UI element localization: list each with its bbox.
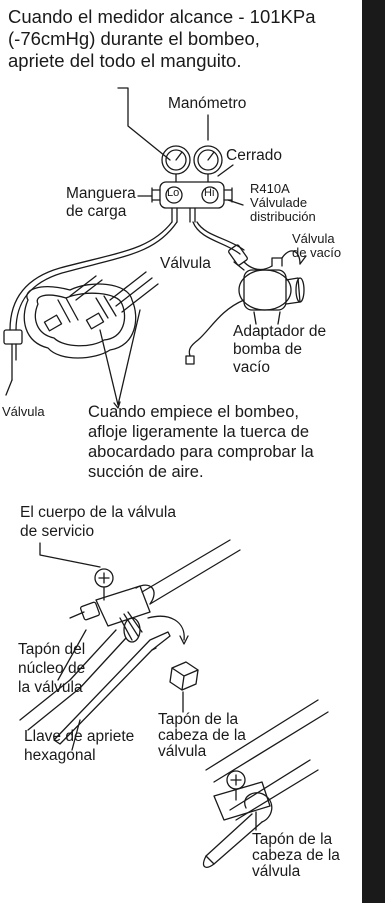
tapon-cabeza-label-2: Tapón de la cabeza de la válvula [252,831,340,880]
cerrado-label: Cerrado [226,147,282,164]
tapon-cabeza-label-1: Tapón de la cabeza de la válvula [158,711,246,760]
bombeo-instruction: Cuando empiece el bombeo, afloje ligeram… [88,403,314,481]
gauge-hi-label: Hi [204,187,215,199]
gauge-lo-label: Lo [167,187,180,199]
page-edge-bar [362,0,385,903]
tapon-nucleo-label: Tapón del núcleo de la válvula [18,641,86,696]
r410a-manifold-label: R410A Válvulade distribución [250,181,316,224]
valvula-left-label: Válvula [2,404,45,419]
cuerpo-valvula-label: El cuerpo de la válvula de servicio [20,504,176,540]
valvula-vacio-label: Válvula de vacío [292,231,342,260]
valvula-hose-label: Válvula [160,255,211,272]
llave-hexagonal-label: Llave de apriete hexagonal [24,728,135,764]
pump-gauge-instruction: Cuando el medidor alcance - 101KPa (-76c… [8,6,316,71]
manguera-carga-label: Manguera de carga [66,185,136,220]
adaptador-bomba-label: Adaptador de bomba de vacío [233,323,327,376]
manifold-gauge-illustration [3,87,307,409]
service-valve-illustration [19,539,329,868]
manometro-label: Manómetro [168,95,247,112]
